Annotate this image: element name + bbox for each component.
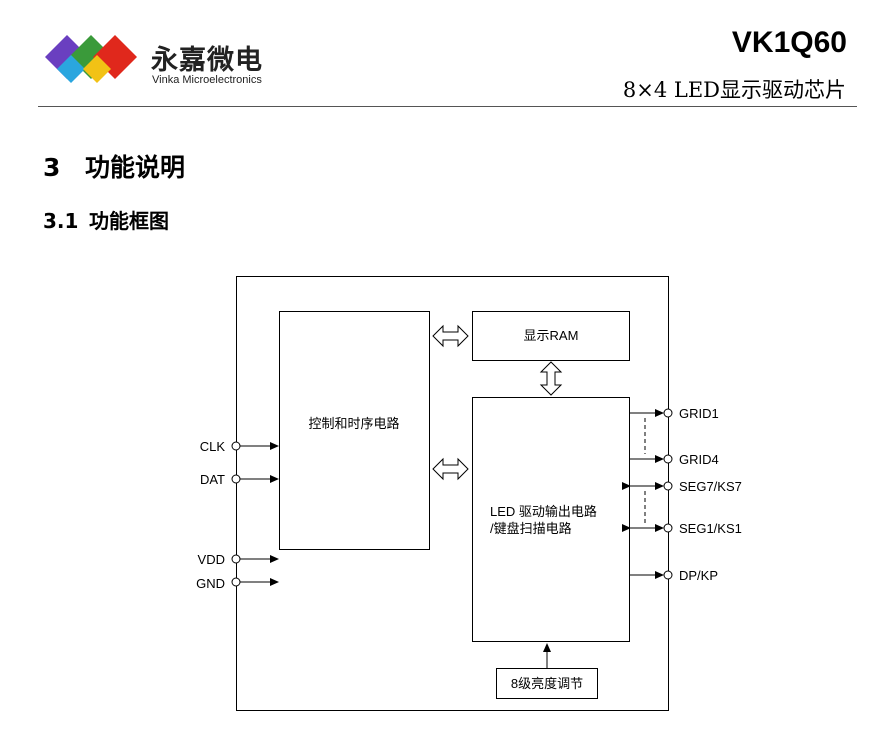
company-logo-icon: [45, 35, 137, 83]
led-driver-label-line2: /键盘扫描电路: [490, 521, 572, 536]
pin-label-gnd: GND: [196, 576, 225, 591]
driver-control-double-arrow-icon: [432, 457, 469, 481]
ram-driver-double-arrow-icon: [539, 361, 563, 396]
control-timing-label: 控制和时序电路: [308, 416, 399, 431]
brightness-label: 8级亮度调节: [511, 676, 583, 691]
display-ram-label: 显示RAM: [524, 328, 579, 343]
pin-seg1: [663, 523, 673, 533]
brightness-block: [496, 668, 598, 699]
pin-label-seg7: SEG7/KS7: [679, 479, 742, 494]
pin-clk: [231, 441, 241, 451]
company-name-en: Vinka Microelectronics: [152, 74, 262, 86]
pin-seg7: [663, 481, 673, 491]
control-timing-block: [279, 311, 430, 550]
section-heading: 3 功能说明: [43, 148, 185, 184]
pin-dp: [663, 570, 673, 580]
part-number: VK1Q60: [731, 26, 847, 59]
subsection-number: 3.1: [43, 209, 79, 233]
header-divider: [38, 106, 857, 107]
pin-label-grid4: GRID4: [679, 452, 719, 467]
led-driver-label-line1: LED 驱动输出电路: [490, 504, 597, 519]
pin-label-seg1: SEG1/KS1: [679, 521, 742, 536]
pin-label-clk: CLK: [200, 439, 226, 454]
pin-label-grid1: GRID1: [679, 406, 719, 421]
document-subtitle: 8×4 LED显示驱动芯片: [622, 78, 846, 102]
company-name-cn: 永嘉微电: [151, 45, 263, 76]
section-number: 3: [43, 153, 61, 182]
pin-grid4: [663, 454, 673, 464]
section-title: 功能说明: [85, 153, 186, 182]
pin-gnd: [231, 577, 241, 587]
pin-vdd: [231, 554, 241, 564]
chip-outline: [236, 276, 669, 711]
pin-grid1: [663, 408, 673, 418]
subsection-heading: 3.1 功能框图: [43, 205, 169, 234]
led-driver-block: [472, 397, 630, 642]
ram-control-double-arrow-icon: [432, 324, 469, 348]
pin-label-dat: DAT: [200, 472, 225, 487]
pin-dat: [231, 474, 241, 484]
pin-label-vdd: VDD: [198, 552, 225, 567]
display-ram-block: [472, 311, 630, 361]
pin-label-dp: DP/KP: [679, 568, 718, 583]
subsection-title: 功能框图: [89, 209, 169, 233]
